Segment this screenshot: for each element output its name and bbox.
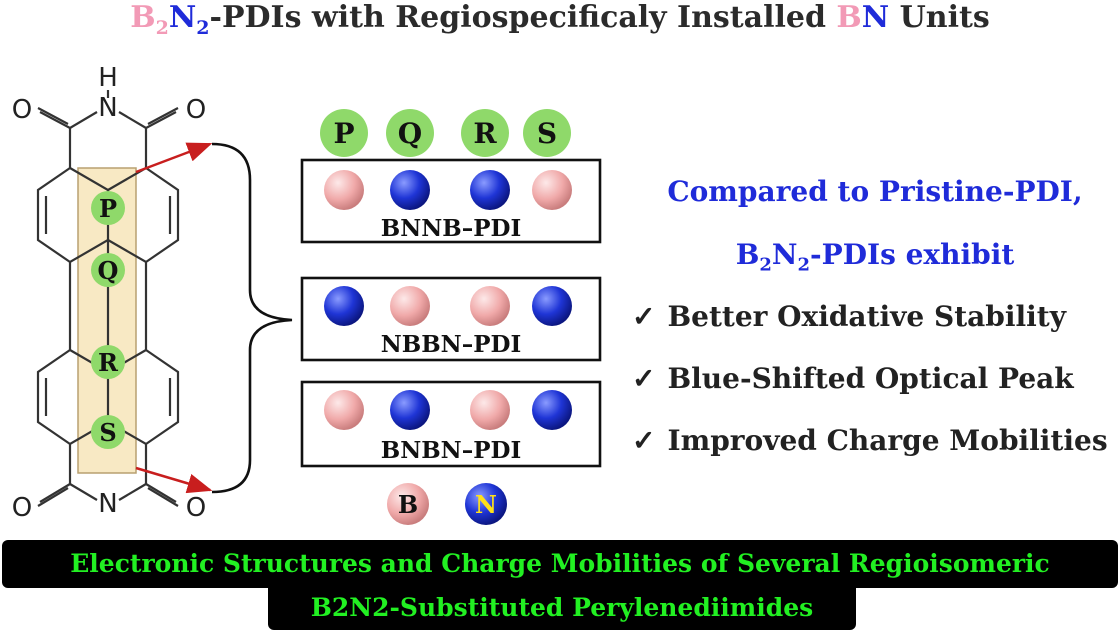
curly-brace <box>211 142 293 494</box>
benefit-text: Better Oxidative Stability <box>667 300 1066 333</box>
summary-b-sub: 2 <box>759 254 772 276</box>
isomer-box-bnbn: BNBN–PDI <box>300 380 602 468</box>
isomer-box-bnnb-frame <box>300 158 602 244</box>
site-s-label: S <box>99 418 116 447</box>
title-n: N <box>168 0 197 35</box>
summary-line-2: B2N2-PDIs exhibit <box>630 238 1120 276</box>
caption-line-2: B2N2-Substituted Perylenediimides <box>268 586 856 630</box>
molecule-sites: P Q R S <box>91 191 125 449</box>
site-r-label: R <box>98 348 119 377</box>
page-title: B2N2-PDIs with Regiospecificaly Installe… <box>0 0 1120 40</box>
o-label-top-right: O <box>186 95 206 125</box>
title-n2: N <box>861 0 890 35</box>
atom-bnnb-3 <box>470 170 510 210</box>
check-icon: ✓ <box>632 300 656 333</box>
title-b: B <box>130 0 156 35</box>
isomer-box-bnbn-frame <box>300 380 602 468</box>
summary-n-sub: 2 <box>797 254 811 276</box>
top-label-q-circle <box>386 109 434 157</box>
top-label-s: S <box>537 117 557 150</box>
atom-nbbn-2 <box>390 286 430 326</box>
caption-line-1: Electronic Structures and Charge Mobilit… <box>2 540 1118 588</box>
legend-boron-ball <box>387 483 429 525</box>
atom-nbbn-3 <box>470 286 510 326</box>
benefit-text: Blue-Shifted Optical Peak <box>667 362 1074 395</box>
isomer-name-bnnb: BNNB–PDI <box>381 215 521 242</box>
perylene-skeleton <box>36 90 180 507</box>
benefit-text: Improved Charge Mobilities <box>667 424 1108 457</box>
site-r-circle <box>91 345 125 379</box>
n-label-top: N <box>98 93 117 123</box>
o-label-top-left: O <box>12 95 32 125</box>
diagram-canvas: H N O O N O O P Q R S P Q R S <box>12 63 602 525</box>
atom-bnbn-3 <box>470 390 510 430</box>
n-label-bottom: N <box>98 489 117 519</box>
arrow-top <box>135 142 213 174</box>
isomer-name-bnbn: BNBN–PDI <box>381 437 521 464</box>
summary-end: -PDIs exhibit <box>810 238 1015 271</box>
top-label-s-circle <box>523 109 571 157</box>
top-label-q: Q <box>398 117 422 150</box>
site-q-label: Q <box>98 256 119 285</box>
atom-bnnb-1 <box>324 170 364 210</box>
summary-line-1: Compared to Pristine-PDI, <box>667 175 1083 208</box>
isomer-box-nbbn: NBBN–PDI <box>300 276 602 362</box>
isomer-name-nbbn: NBBN–PDI <box>381 331 521 358</box>
title-b-sub: 2 <box>155 17 169 39</box>
site-s-circle <box>91 415 125 449</box>
legend-nitrogen-label: N <box>475 490 497 519</box>
benefit-item: ✓ Improved Charge Mobilities <box>632 424 1108 457</box>
isomer-box-bnnb: BNNB–PDI <box>300 158 602 244</box>
benefit-item: ✓ Better Oxidative Stability <box>632 300 1066 333</box>
atom-bnnb-4 <box>532 170 572 210</box>
o-label-bottom-right: O <box>186 493 206 523</box>
title-n-sub: 2 <box>196 17 210 39</box>
site-p-label: P <box>99 194 117 223</box>
h-label: H <box>98 63 118 93</box>
top-label-p-circle <box>320 109 368 157</box>
title-end: Units <box>889 0 990 35</box>
atom-bnbn-1 <box>324 390 364 430</box>
atom-nbbn-4 <box>532 286 572 326</box>
atom-legend: B N <box>387 483 507 525</box>
atom-bnnb-2 <box>390 170 430 210</box>
benefit-item: ✓ Blue-Shifted Optical Peak <box>632 362 1074 395</box>
legend-boron-label: B <box>398 490 418 519</box>
atom-nbbn-1 <box>324 286 364 326</box>
atom-bnbn-4 <box>532 390 572 430</box>
legend-nitrogen-ball <box>465 483 507 525</box>
atom-bnbn-2 <box>390 390 430 430</box>
o-label-bottom-left: O <box>12 493 32 523</box>
top-label-p: P <box>333 117 354 150</box>
arrow-bottom <box>135 466 213 494</box>
site-p-circle <box>91 191 125 225</box>
site-legend-row: P Q R S <box>320 109 571 157</box>
summary-n: N <box>771 238 798 271</box>
top-label-r-circle <box>461 109 509 157</box>
top-label-r: R <box>473 117 497 150</box>
title-b2: B <box>836 0 862 35</box>
check-icon: ✓ <box>632 424 656 457</box>
check-icon: ✓ <box>632 362 656 395</box>
title-mid: -PDIs with Regiospecificaly Installed <box>209 0 837 35</box>
site-q-circle <box>91 253 125 287</box>
isomer-box-nbbn-frame <box>300 276 602 362</box>
summary-b: B <box>735 238 760 271</box>
